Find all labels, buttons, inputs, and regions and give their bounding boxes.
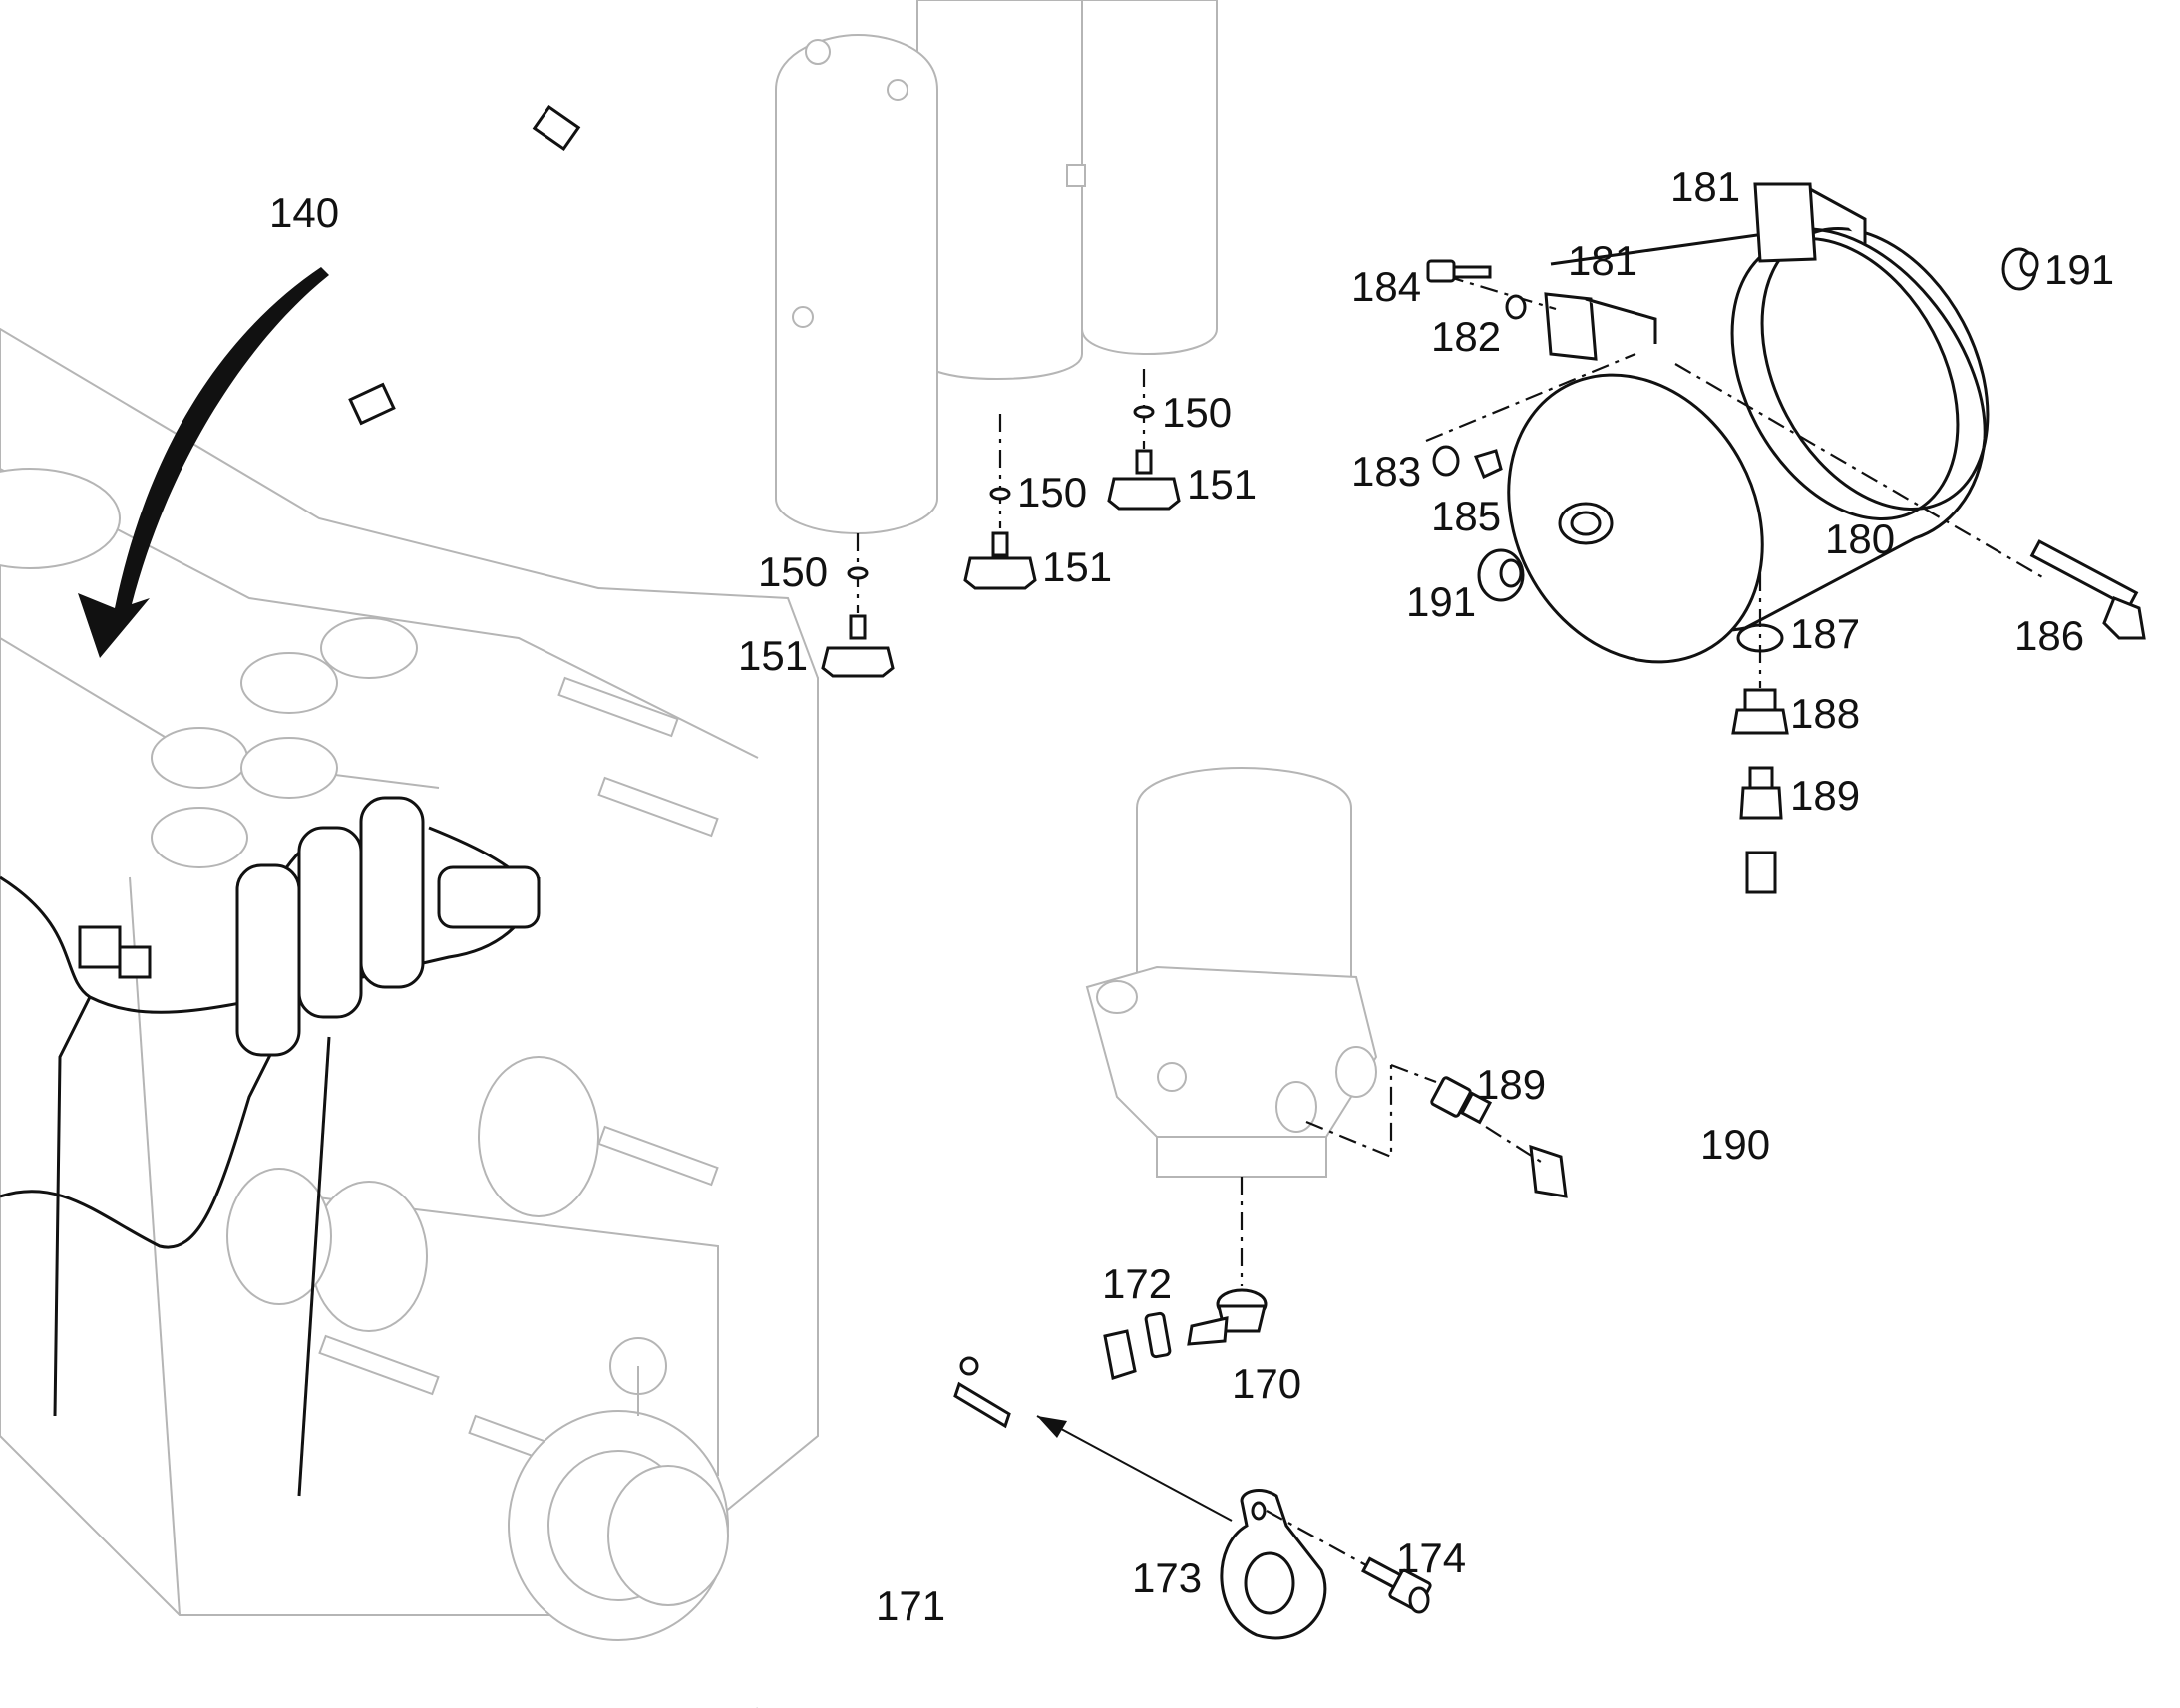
callout-181: 181 — [1670, 164, 1740, 210]
air-dryer — [1085, 766, 1393, 1286]
fitting-188 — [1731, 688, 1789, 735]
plug-191-a — [1477, 548, 1525, 602]
direction-arrow — [78, 267, 329, 658]
callout-173: 173 — [1132, 1554, 1202, 1601]
bracket-181-b — [1753, 182, 1867, 263]
callout-170: 170 — [1232, 1360, 1301, 1407]
callout-184: 184 — [1351, 263, 1421, 310]
clamp-arrowhead — [1037, 1416, 1067, 1438]
callout-187: 187 — [1790, 610, 1860, 657]
callout-183: 183 — [1351, 448, 1421, 495]
callout-191: 191 — [2044, 246, 2114, 293]
washer-183 — [1425, 352, 1636, 477]
callout-150: 150 — [758, 548, 828, 595]
callout-181: 181 — [1568, 237, 1637, 284]
washer-182 — [1505, 294, 1527, 320]
drain-valve-151-a — [821, 533, 895, 678]
callout-172: 172 — [1102, 1260, 1172, 1307]
callout-150: 150 — [1017, 469, 1087, 515]
callout-151: 151 — [738, 632, 808, 679]
screw-174 — [1266, 1510, 1432, 1614]
drain-valve-151-b — [963, 414, 1037, 590]
plug-191-b — [2001, 247, 2039, 291]
callout-189: 189 — [1790, 772, 1860, 819]
callout-190: 190 — [1700, 1121, 1770, 1168]
bolt-186 — [1674, 363, 2146, 640]
wiring-harness — [0, 796, 541, 1497]
elbow-170 — [1187, 1288, 1268, 1346]
clamp-173 — [1220, 1489, 1327, 1640]
callout-185: 185 — [1431, 493, 1501, 539]
callout-171: 171 — [876, 1582, 945, 1629]
callout-151: 151 — [1042, 543, 1112, 590]
callout-180: 180 — [1825, 515, 1895, 562]
fitting-chain-right — [1731, 573, 1789, 820]
callout-174: 174 — [1396, 1535, 1466, 1581]
callout-150: 150 — [1162, 389, 1232, 436]
nut-185 — [1473, 449, 1503, 480]
air-tanks-group — [775, 0, 1218, 535]
callout-186: 186 — [2014, 612, 2084, 659]
callout-151: 151 — [1187, 461, 1257, 508]
hose-190 — [1529, 851, 1845, 1228]
callout-189: 189 — [1476, 1061, 1546, 1108]
callout-182: 182 — [1431, 313, 1501, 360]
callout-140: 140 — [269, 189, 339, 236]
fitting-189-a — [1739, 766, 1783, 820]
clamp-arrow — [1036, 1415, 1233, 1522]
bracket-181-a — [1544, 292, 1657, 361]
callout-188: 188 — [1790, 690, 1860, 737]
callout-191: 191 — [1406, 578, 1476, 625]
bolt-184 — [1426, 259, 1557, 311]
hose-171 — [741, 1329, 1137, 1708]
fitting-189-b — [1390, 1063, 1542, 1163]
callout-labels: 140 150 150 150 151 151 151 181 181 184 … — [269, 164, 2114, 1629]
small-air-tank-2 — [297, 826, 363, 1019]
small-air-tank-3 — [359, 796, 425, 989]
connector-172 — [1144, 1311, 1172, 1359]
o-ring-187 — [1736, 623, 1784, 653]
air-tank-180 — [1507, 226, 1990, 664]
small-air-tank-1 — [235, 863, 301, 1057]
drain-valve-151-c — [1107, 369, 1181, 511]
hose-140 — [348, 68, 581, 426]
